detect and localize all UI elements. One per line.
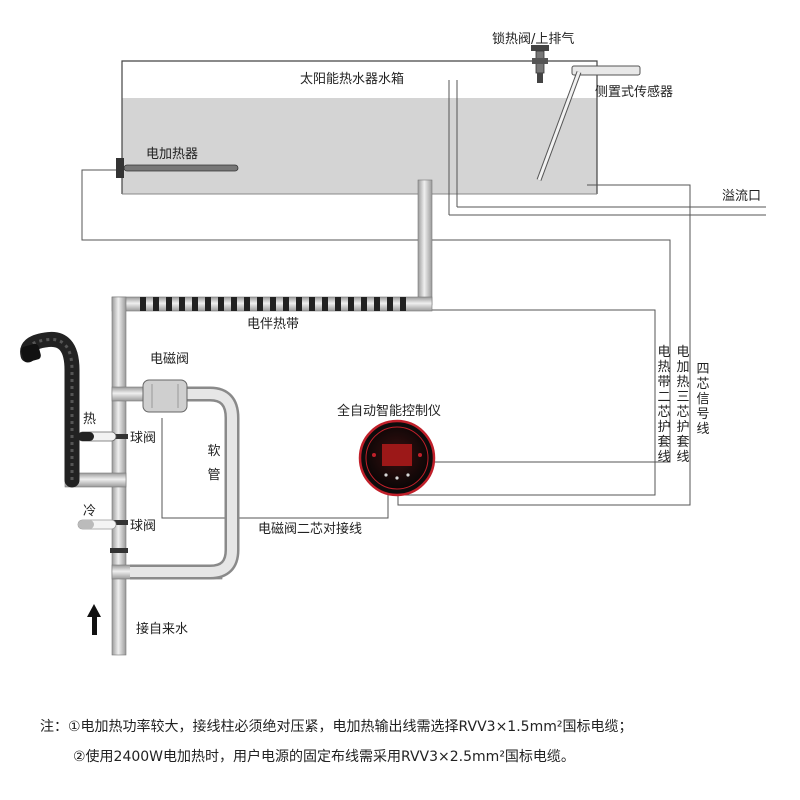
solenoid-label: 电磁阀 bbox=[150, 352, 190, 367]
heat-tape-segment bbox=[374, 297, 380, 311]
heat-tape-pipe bbox=[111, 296, 433, 312]
overflow-pipe bbox=[449, 206, 766, 216]
heat-tape-label: 电伴热带 bbox=[247, 317, 300, 332]
heat-tape-wire-label: 电热带二芯护套线 bbox=[657, 345, 671, 465]
cold-ball-valve-icon bbox=[110, 520, 128, 525]
water-tank bbox=[121, 60, 598, 195]
hot-valve-handle-icon bbox=[77, 431, 117, 442]
heat-tape-segment bbox=[192, 297, 198, 311]
inner-pipe bbox=[448, 80, 458, 215]
heat-tape-segment bbox=[140, 297, 146, 311]
heat-tape-segment bbox=[166, 297, 172, 311]
soft-pipe-label: 软管 bbox=[207, 444, 221, 483]
note-line-2: ②使用2400W电加热时，用户电源的固定布线需采用RVV3×2.5mm²国标电缆… bbox=[73, 749, 575, 765]
heater-wire-label: 电加热三芯护套线 bbox=[676, 345, 690, 465]
heat-tape-segment bbox=[348, 297, 354, 311]
tank-label: 太阳能热水器水箱 bbox=[300, 72, 405, 87]
heat-tape-segment bbox=[179, 297, 185, 311]
cold-valve-handle-icon bbox=[77, 519, 117, 530]
heat-tape-segment bbox=[244, 297, 250, 311]
hot-ball-valve-icon bbox=[110, 434, 128, 439]
hot-label: 热 bbox=[83, 412, 97, 427]
heater-cable bbox=[81, 169, 671, 463]
cold-label: 冷 bbox=[83, 504, 97, 519]
heat-tape-segment bbox=[361, 297, 367, 311]
solenoid-valve-icon bbox=[142, 379, 188, 413]
note-line-1: 注：①电加热功率较大，接线柱必须绝对压紧，电加热输出线需选择RVV3×1.5mm… bbox=[40, 719, 633, 735]
overflow-label: 溢流口 bbox=[722, 189, 762, 204]
hot-ball-valve-label: 球阀 bbox=[130, 431, 157, 446]
heater-label: 电加热器 bbox=[146, 147, 199, 162]
side-sensor-icon bbox=[536, 65, 641, 181]
solenoid-wire-label: 电磁阀二芯对接线 bbox=[258, 522, 363, 537]
controller-label: 全自动智能控制仪 bbox=[337, 404, 442, 419]
signal-cable bbox=[397, 184, 691, 506]
solenoid-cable bbox=[161, 418, 389, 519]
heat-tape-cable bbox=[405, 309, 656, 496]
vent-valve-icon bbox=[531, 45, 549, 83]
heat-tape-segment bbox=[270, 297, 276, 311]
tank-outlet-pipe bbox=[417, 179, 433, 306]
heat-tape-segment bbox=[322, 297, 328, 311]
heat-tape-segment bbox=[296, 297, 302, 311]
shower-head-icon bbox=[20, 331, 80, 488]
signal-wire-label: 四芯信号线 bbox=[696, 362, 710, 437]
heat-tape-segment bbox=[257, 297, 263, 311]
heat-tape-segment bbox=[309, 297, 315, 311]
heat-tape-segment bbox=[387, 297, 393, 311]
vent-label: 锁热阀/上排气 bbox=[492, 32, 575, 47]
sensor-label: 侧置式传感器 bbox=[595, 85, 674, 100]
heat-tape-segment bbox=[153, 297, 159, 311]
heat-tape-segment bbox=[400, 297, 406, 311]
controller-icon bbox=[358, 419, 436, 497]
cold-ball-valve-label: 球阀 bbox=[130, 519, 157, 534]
electric-heater-icon bbox=[116, 158, 239, 178]
heat-tape-segment bbox=[231, 297, 237, 311]
arrow-up-icon bbox=[87, 604, 101, 635]
heat-tape-segment bbox=[205, 297, 211, 311]
inlet-label: 接自来水 bbox=[136, 622, 189, 637]
heat-tape-segment bbox=[218, 297, 224, 311]
heat-tape-segment bbox=[283, 297, 289, 311]
heat-tape-segment bbox=[335, 297, 341, 311]
